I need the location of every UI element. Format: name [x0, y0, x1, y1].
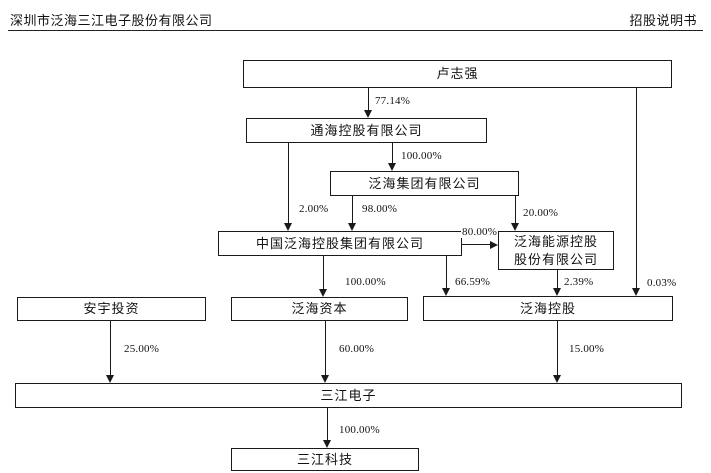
- edge-china-to-energy-line: [462, 244, 491, 246]
- down-arrow-icon: [319, 289, 327, 297]
- edge-anyu-to-electronics-line: [110, 321, 112, 376]
- down-arrow-icon: [364, 110, 372, 118]
- down-arrow-icon: [553, 288, 561, 296]
- header-divider: [8, 30, 703, 31]
- node-fanhai-holdings: 泛海控股: [423, 296, 673, 321]
- edge-capital-to-electronics-line: [325, 321, 327, 376]
- node-sanjiang-electronics: 三江电子: [15, 383, 682, 408]
- edge-anyu-to-electronics-label: 25.00%: [123, 343, 161, 355]
- node-tonghai-holdings: 通海控股有限公司: [246, 118, 487, 143]
- down-arrow-icon: [442, 288, 450, 296]
- edge-china-to-capital-label: 100.00%: [344, 276, 387, 288]
- header-company-title: 深圳市泛海三江电子股份有限公司: [10, 13, 213, 28]
- edge-china-to-holdings-label: 66.59%: [454, 276, 492, 288]
- edge-china-to-energy-label: 80.00%: [461, 226, 499, 238]
- down-arrow-icon: [106, 375, 114, 383]
- down-arrow-icon: [388, 163, 396, 171]
- node-lu-zhiqiang: 卢志强: [243, 60, 672, 88]
- edge-lu-to-tonghai-line: [368, 88, 370, 111]
- node-china-fanhai-group: 中国泛海控股集团有限公司: [218, 231, 462, 256]
- node-anyu-investment: 安宇投资: [17, 297, 206, 321]
- edge-lu-to-tonghai-label: 77.14%: [374, 95, 412, 107]
- edge-china-to-capital-line: [323, 256, 325, 290]
- down-arrow-icon: [632, 288, 640, 296]
- edge-group-to-energy-label: 20.00%: [522, 207, 560, 219]
- node-sanjiang-technology: 三江科技: [231, 448, 419, 471]
- edge-tonghai-to-group-line: [392, 143, 394, 164]
- edge-holdings-to-electronics-line: [557, 321, 559, 376]
- edge-electronics-to-technology-line: [327, 408, 329, 441]
- down-arrow-icon: [348, 223, 356, 231]
- edge-capital-to-electronics-label: 60.00%: [338, 343, 376, 355]
- down-arrow-icon: [323, 440, 331, 448]
- edge-group-to-china-line: [352, 196, 354, 223]
- edge-group-to-energy-line: [515, 196, 517, 223]
- edge-holdings-to-electronics-label: 15.00%: [568, 343, 606, 355]
- down-arrow-icon: [511, 223, 519, 231]
- edge-lu-to-fanhai-holdings-label: 0.03%: [646, 277, 678, 289]
- down-arrow-icon: [553, 375, 561, 383]
- edge-energy-to-holdings-label: 2.39%: [563, 276, 595, 288]
- down-arrow-icon: [284, 223, 292, 231]
- edge-tonghai-to-group-label: 100.00%: [400, 150, 443, 162]
- edge-electronics-to-technology-label: 100.00%: [338, 424, 381, 436]
- node-fanhai-energy: 泛海能源控股股份有限公司: [498, 231, 614, 270]
- edge-tonghai-to-china-line: [288, 143, 290, 223]
- right-arrow-icon: [490, 241, 498, 249]
- header-doc-title: 招股说明书: [629, 13, 697, 28]
- edge-tonghai-to-china-label: 2.00%: [298, 203, 330, 215]
- node-fanhai-capital: 泛海资本: [231, 297, 408, 321]
- edge-energy-to-holdings-line: [557, 270, 559, 289]
- edge-group-to-china-label: 98.00%: [361, 203, 399, 215]
- edge-lu-to-fanhai-holdings-line: [636, 88, 638, 289]
- edge-china-to-holdings-line: [446, 256, 448, 289]
- node-fanhai-group: 泛海集团有限公司: [330, 171, 519, 196]
- down-arrow-icon: [321, 375, 329, 383]
